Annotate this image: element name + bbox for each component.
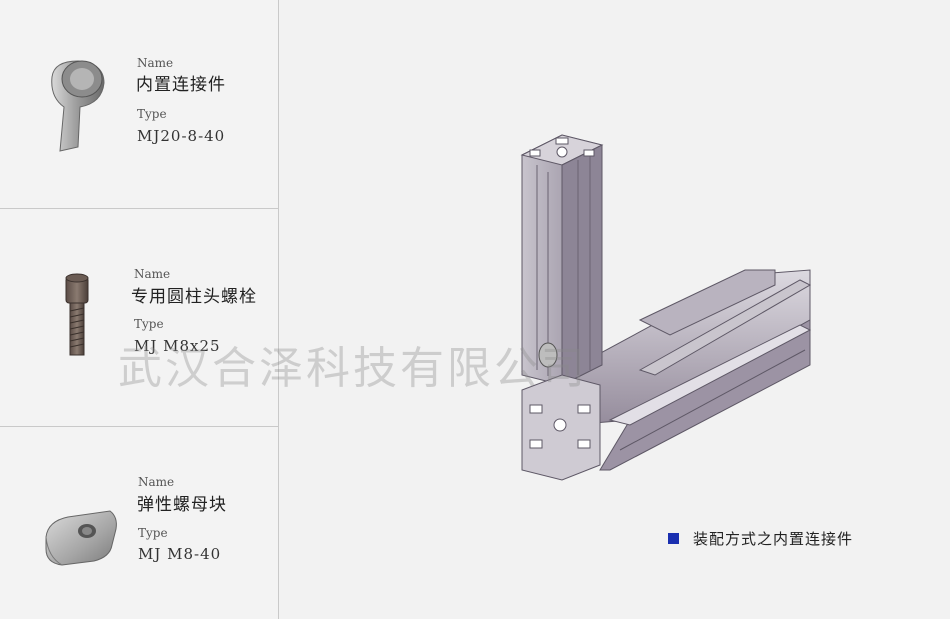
parts-panel: Name 内置连接件 Type MJ20-8-40 Name 专用圆柱头螺栓 T… bbox=[0, 0, 279, 619]
name-caption: Name bbox=[138, 475, 175, 489]
part-item-spring-nut: Name 弹性螺母块 Type MJ M8-40 bbox=[0, 427, 278, 619]
internal-connector-icon bbox=[51, 60, 105, 152]
part-item-socket-bolt: Name 专用圆柱头螺栓 Type MJ M8x25 bbox=[0, 209, 278, 427]
name-caption: Name bbox=[134, 267, 171, 281]
legend-label: 装配方式之内置连接件 bbox=[693, 530, 854, 548]
type-caption: Type bbox=[138, 526, 168, 540]
spring-nut-block-icon bbox=[45, 510, 117, 566]
part-type: MJ20-8-40 bbox=[137, 127, 226, 145]
part-type: MJ M8x25 bbox=[134, 337, 221, 355]
legend: 装配方式之内置连接件 bbox=[668, 528, 853, 549]
part-name: 弹性螺母块 bbox=[137, 495, 227, 515]
aluminum-profile-corner-assembly-image bbox=[520, 134, 812, 481]
part-name: 专用圆柱头螺栓 bbox=[131, 287, 257, 307]
part-type: MJ M8-40 bbox=[138, 545, 222, 563]
part-item-internal-connector: Name 内置连接件 Type MJ20-8-40 bbox=[0, 0, 278, 209]
company-watermark: 武汉合泽科技有限公司 bbox=[118, 343, 588, 394]
type-caption: Type bbox=[134, 317, 164, 331]
part-name: 内置连接件 bbox=[136, 75, 226, 95]
type-caption: Type bbox=[137, 107, 167, 121]
name-caption: Name bbox=[137, 56, 174, 70]
socket-head-bolt-icon bbox=[65, 273, 89, 356]
legend-swatch bbox=[668, 533, 679, 544]
